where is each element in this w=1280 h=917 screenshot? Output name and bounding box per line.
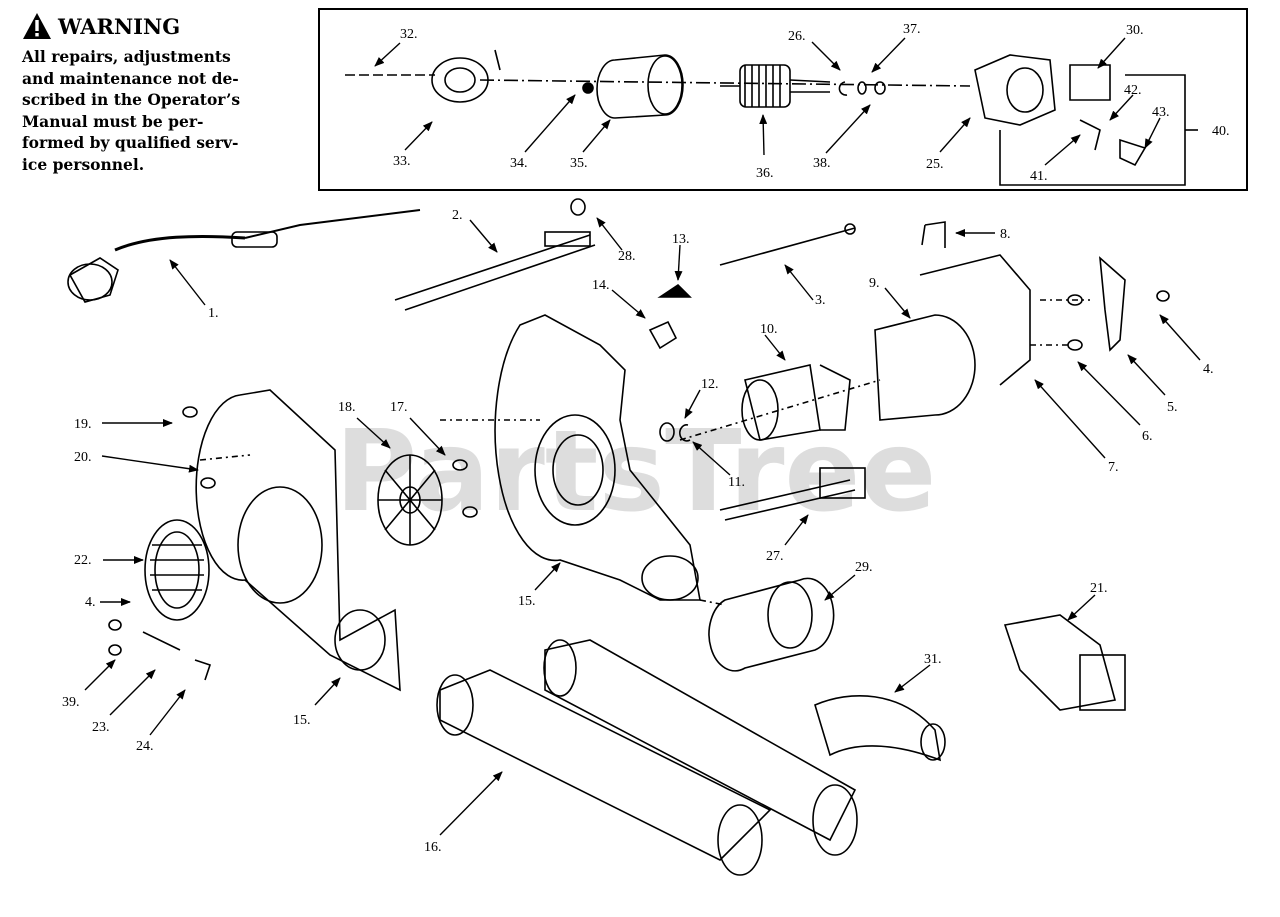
part-label: 43. (1152, 105, 1170, 120)
warning-notice: WARNING All repairs, adjustments and mai… (22, 12, 294, 175)
part-label: 31. (924, 652, 942, 667)
part-label: 4. (1203, 362, 1214, 377)
warning-line: ice personnel. (22, 154, 145, 174)
part-label: 13. (672, 232, 690, 247)
warning-line: and maintenance not de- (22, 68, 239, 88)
part-label: 19. (74, 417, 92, 432)
part-label: 17. (390, 400, 408, 415)
warning-line: All repairs, adjustments (22, 47, 231, 66)
part-label: 27. (766, 549, 784, 564)
part-label: 20. (74, 450, 92, 465)
part-label: 42. (1124, 83, 1142, 98)
part-label: 33. (393, 154, 411, 169)
part-label: 12. (701, 377, 719, 392)
part-label: 23. (92, 720, 110, 735)
part-label: 7. (1108, 460, 1119, 475)
main-parts (67, 198, 1170, 876)
warning-title: WARNING (22, 12, 294, 40)
part-label: 26. (788, 29, 806, 44)
motor-detail-parts (345, 49, 1198, 186)
part-label: 28. (618, 249, 636, 264)
part-label: 10. (760, 322, 778, 337)
part-label: 6. (1142, 429, 1153, 444)
part-label: 2. (452, 208, 463, 223)
part-label: 30. (1126, 23, 1144, 38)
part-label: 8. (1000, 227, 1011, 242)
part-label: 22. (74, 553, 92, 568)
part-labels: 1. 2. 3. 4. 4. 5. 6. 7. 8. 9. 10. 11. 12… (62, 22, 1230, 855)
part-label: 36. (756, 166, 774, 181)
part-label: 38. (813, 156, 831, 171)
warning-line: formed by qualified serv- (22, 133, 239, 152)
part-label: 32. (400, 27, 418, 42)
warning-text: All repairs, adjustments and maintenance… (22, 46, 294, 175)
part-label: 16. (424, 840, 442, 855)
part-label: 11. (728, 475, 745, 490)
part-label: 29. (855, 560, 873, 575)
warning-title-text: WARNING (58, 13, 181, 39)
warning-line: Manual must be per- (22, 111, 204, 131)
part-label: 3. (815, 293, 826, 308)
part-label: 41. (1030, 169, 1048, 184)
part-label: 15. (518, 594, 536, 609)
part-label: 9. (869, 276, 880, 291)
part-label: 5. (1167, 400, 1178, 415)
warning-triangle-icon (23, 13, 51, 39)
part-label: 24. (136, 739, 154, 754)
part-label: 37. (903, 22, 921, 37)
part-label: 4. (85, 595, 96, 610)
part-label: 35. (570, 156, 588, 171)
part-label: 40. (1212, 124, 1230, 139)
part-label: 18. (338, 400, 356, 415)
part-label: 34. (510, 156, 528, 171)
motor-detail-box (318, 8, 1248, 191)
part-label: 39. (62, 695, 80, 710)
part-label: 25. (926, 157, 944, 172)
warning-line: scribed in the Operator’s (22, 90, 241, 109)
part-label: 21. (1090, 581, 1108, 596)
part-label: 1. (208, 306, 219, 321)
part-label: 14. (592, 278, 610, 293)
part-label: 15. (293, 713, 311, 728)
leader-arrows (84, 37, 1201, 836)
